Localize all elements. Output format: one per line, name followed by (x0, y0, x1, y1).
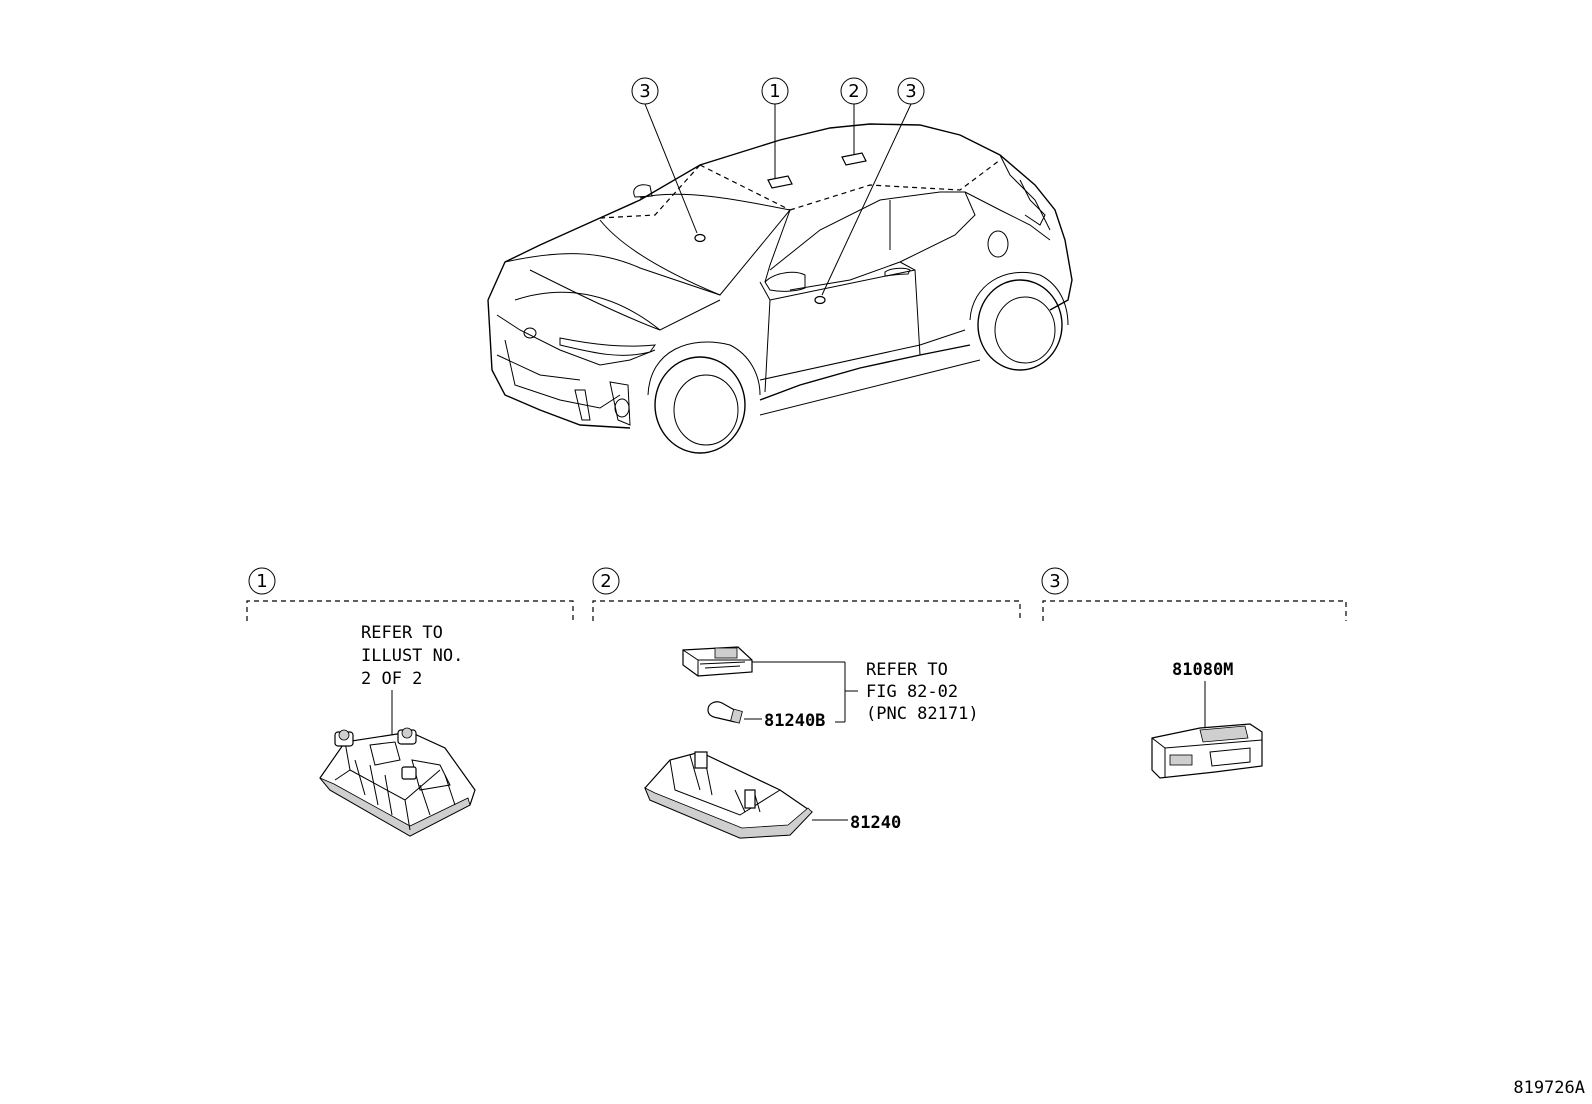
section-1-refer-line-3: 2 OF 2 (361, 669, 422, 689)
vehicle-illustration (487, 103, 1073, 454)
section-2-number: 2 (600, 571, 611, 592)
section-1-number: 1 (256, 571, 267, 592)
courtesy-sensor-location-door (814, 295, 826, 305)
section-1-callout (248, 567, 276, 595)
section-2-callout (592, 567, 620, 595)
callout-2: 2 (840, 77, 868, 105)
overhead-console-assembly (319, 727, 476, 837)
callout-1: 1 (761, 77, 789, 105)
callout-3-left: 3 (631, 77, 659, 105)
part-number-81240B: 81240B (764, 711, 825, 731)
part-number-81240: 81240 (850, 813, 901, 833)
lamp-housing (644, 751, 813, 839)
svg-text:1: 1 (769, 81, 780, 102)
section-1-refer-line-2: ILLUST NO. (361, 646, 463, 666)
bulb (707, 701, 743, 724)
section-2-refer-line-2: FIG 82-02 (866, 682, 958, 702)
svg-text:2: 2 (848, 81, 859, 102)
section-3: 3 81080M (1041, 567, 1347, 779)
lamp-socket (682, 646, 753, 677)
illustration-id: 819726A (1513, 1078, 1585, 1098)
section-3-number: 3 (1049, 571, 1060, 592)
section-1: 1 REFER TO ILLUST NO. 2 OF 2 (246, 567, 574, 837)
part-number-81080M: 81080M (1172, 660, 1233, 680)
section-2-refer-line-1: REFER TO (866, 660, 948, 680)
section-1-bracket (246, 600, 574, 621)
map-lamp-location (767, 175, 793, 189)
callout-3-right: 3 (897, 77, 925, 105)
svg-text:3: 3 (639, 81, 650, 102)
section-1-refer-line-1: REFER TO (361, 623, 443, 643)
section-2-bracket (592, 600, 1021, 621)
courtesy-sensor (1151, 723, 1263, 779)
section-2-refer-line-3: (PNC 82171) (866, 704, 979, 724)
section-3-callout (1041, 567, 1069, 595)
courtesy-sensor-location-front (694, 233, 706, 243)
section-3-bracket (1042, 600, 1347, 621)
svg-text:3: 3 (905, 81, 916, 102)
section-2: 2 REFER TO FIG 82-02 (PNC 82171) 81240B (592, 567, 1021, 839)
room-lamp-location (841, 152, 867, 166)
